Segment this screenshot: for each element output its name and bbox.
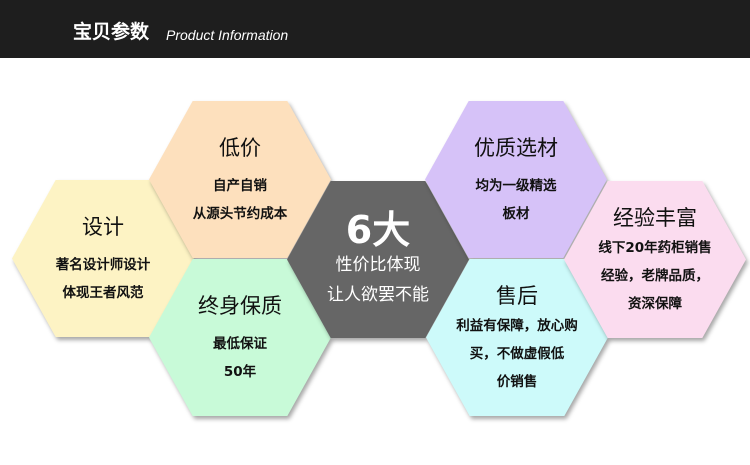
hex-line: 让人欲罢不能 <box>327 284 429 305</box>
hex-line: 板材 <box>502 205 530 222</box>
hex-line: 最低保证 <box>213 335 267 352</box>
hex-line: 著名设计师设计 <box>55 256 151 273</box>
hex-center: 6大 性价比体现 让人欲罢不能 <box>287 181 469 338</box>
header-title: 宝贝参数 <box>73 21 150 43</box>
hex-line: 买，不做虚假低 <box>469 345 565 362</box>
hex-quality: 终身保质 最低保证 50年 <box>149 259 331 416</box>
hex-title: 低价 <box>219 135 261 160</box>
hex-line: 利益有保障，放心购 <box>456 317 578 334</box>
hex-service: 售后 利益有保障，放心购 买，不做虚假低 价销售 <box>426 259 608 416</box>
hex-title: 经验丰富 <box>613 205 697 230</box>
hex-line: 自产自销 <box>213 177 267 194</box>
header-subtitle: Product Information <box>166 27 289 43</box>
hex-design: 设计 著名设计师设计 体现王者风范 <box>12 180 194 337</box>
hex-line: 体现王者风范 <box>62 284 144 301</box>
hex-line: 经验，老牌品质， <box>601 267 709 284</box>
header-bar: 宝贝参数 Product Information <box>0 0 750 58</box>
hex-title: 售后 <box>496 283 538 308</box>
hex-title: 终身保质 <box>198 293 282 318</box>
hex-line: 从源头节约成本 <box>192 205 288 222</box>
hex-title: 6大 <box>345 207 411 252</box>
hex-material: 优质选材 均为一级精选 板材 <box>425 101 607 258</box>
hex-line: 均为一级精选 <box>475 177 557 194</box>
hex-experience: 经验丰富 线下20年药柜销售 经验，老牌品质， 资深保障 <box>564 181 746 338</box>
hex-line: 50年 <box>223 363 257 380</box>
hex-line: 线下20年药柜销售 <box>598 239 712 256</box>
hex-price: 低价 自产自销 从源头节约成本 <box>149 101 331 258</box>
hex-title: 优质选材 <box>474 135 558 160</box>
hex-line: 价销售 <box>496 373 538 390</box>
hex-line: 性价比体现 <box>335 254 421 275</box>
hex-title: 设计 <box>82 214 124 239</box>
hex-line: 资深保障 <box>628 295 682 312</box>
